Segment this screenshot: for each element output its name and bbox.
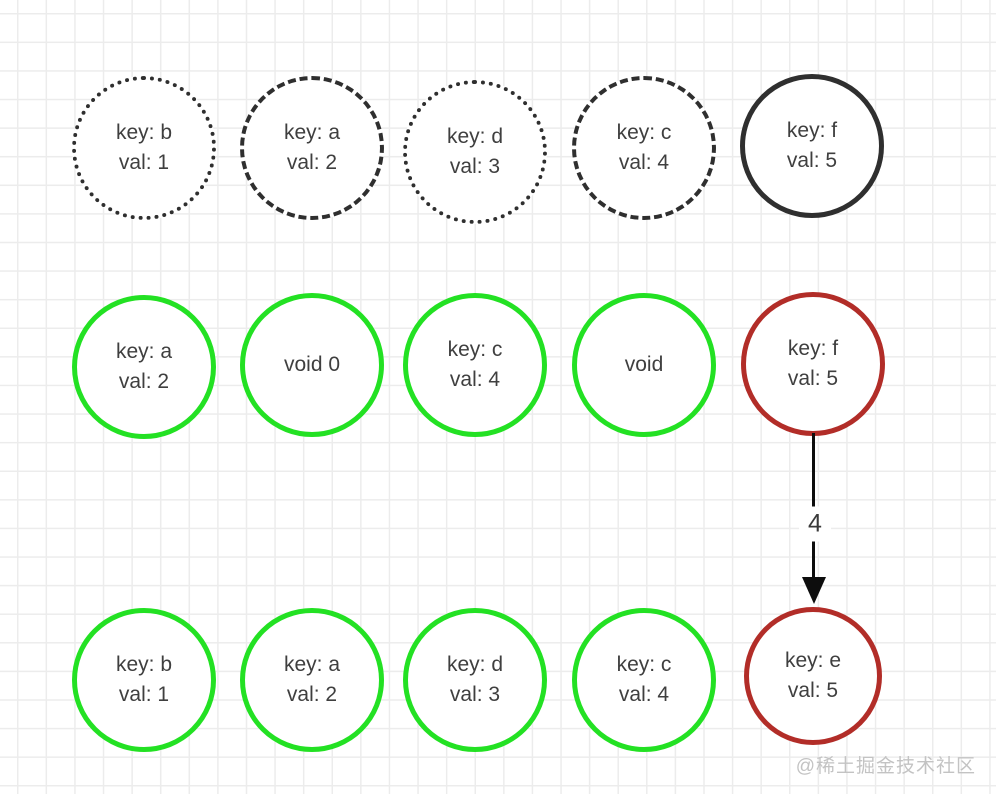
node-line: val: 1: [118, 151, 170, 174]
node-mid-void-0: void 0: [240, 293, 384, 437]
node-line: key: a: [283, 121, 341, 144]
node-line: key: d: [446, 125, 504, 148]
watermark: @稀土掘金技术社区: [795, 756, 976, 777]
node-line: val: 1: [118, 683, 170, 706]
node-mid-key-a: key: a val: 2: [72, 295, 216, 439]
node-top-key-b: key: b val: 1: [72, 76, 216, 220]
node-mid-void: void: [572, 293, 716, 437]
node-top-key-d: key: d val: 3: [403, 80, 547, 224]
arrow-connector: [812, 433, 815, 578]
node-top-key-c: key: c val: 4: [572, 76, 716, 220]
node-line: void 0: [283, 353, 341, 376]
node-line: void: [624, 353, 664, 376]
node-line: val: 4: [618, 683, 670, 706]
node-line: key: d: [446, 653, 504, 676]
node-bottom-key-c: key: c val: 4: [572, 608, 716, 752]
node-line: key: f: [786, 119, 838, 142]
node-mid-key-f: key: f val: 5: [741, 292, 885, 436]
node-bottom-key-a: key: a val: 2: [240, 608, 384, 752]
node-line: val: 4: [449, 368, 501, 391]
node-line: key: c: [616, 121, 672, 144]
node-line: val: 5: [787, 367, 839, 390]
node-line: key: a: [283, 653, 341, 676]
node-mid-key-c: key: c val: 4: [403, 293, 547, 437]
node-line: val: 2: [118, 370, 170, 393]
node-line: val: 4: [618, 151, 670, 174]
node-line: val: 2: [286, 683, 338, 706]
node-line: key: f: [787, 337, 839, 360]
node-top-key-a: key: a val: 2: [240, 76, 384, 220]
node-bottom-key-d: key: d val: 3: [403, 608, 547, 752]
node-line: key: a: [115, 340, 173, 363]
node-line: val: 3: [449, 155, 501, 178]
node-line: key: c: [616, 653, 672, 676]
node-top-key-f: key: f val: 5: [740, 74, 884, 218]
node-line: key: c: [447, 338, 503, 361]
node-line: val: 3: [449, 683, 501, 706]
node-line: val: 5: [787, 679, 839, 702]
arrowhead: [802, 577, 826, 604]
arrow-label: 4: [799, 506, 831, 542]
node-bottom-key-e: key: e val: 5: [744, 607, 882, 745]
node-line: key: b: [115, 653, 173, 676]
node-line: key: e: [784, 649, 842, 672]
node-line: val: 5: [786, 149, 838, 172]
node-bottom-key-b: key: b val: 1: [72, 608, 216, 752]
node-line: val: 2: [286, 151, 338, 174]
node-line: key: b: [115, 121, 173, 144]
